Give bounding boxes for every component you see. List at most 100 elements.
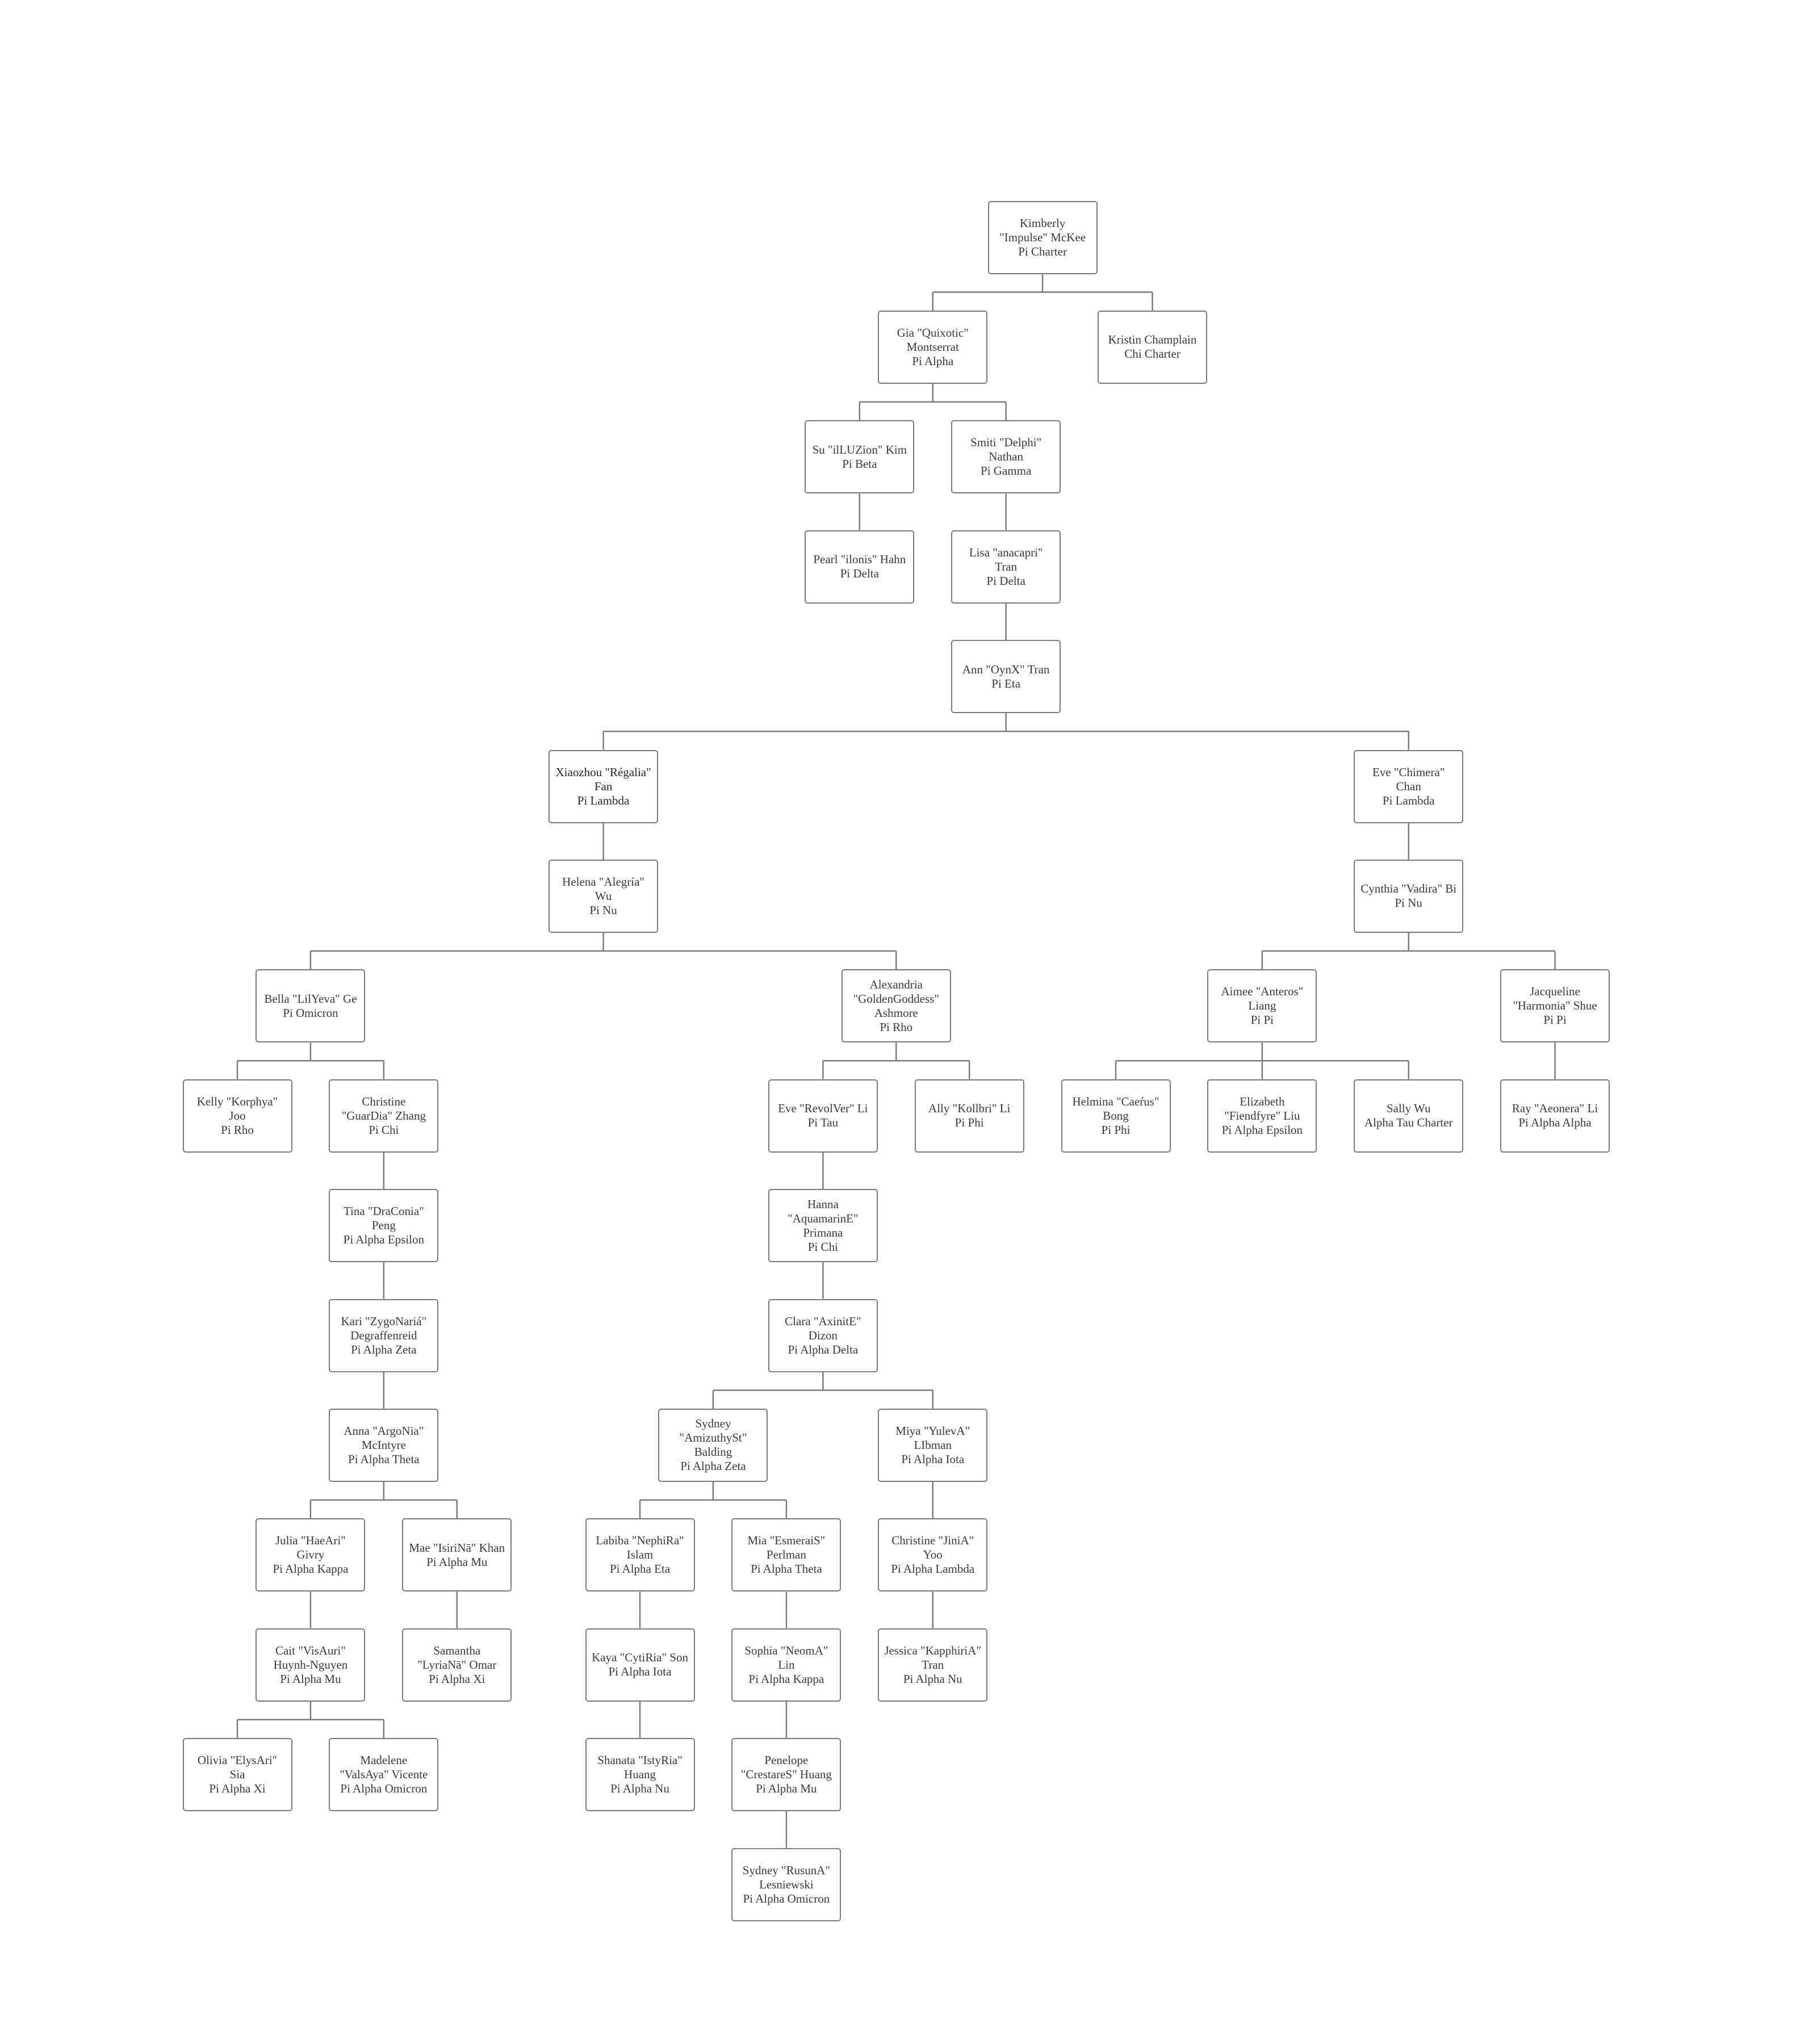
member-name-line: Tran bbox=[995, 559, 1018, 573]
member-name-line: Samantha bbox=[433, 1643, 481, 1657]
member-name-line: Jessica "KapphiriA" bbox=[884, 1643, 981, 1657]
member-name-line: "GuarDia" Zhang bbox=[341, 1108, 426, 1122]
member-name-line: "LyriaNā" Omar bbox=[417, 1657, 497, 1672]
member-name-line: "Impulse" McKee bbox=[999, 230, 1086, 244]
member-name-line: Dizon bbox=[808, 1328, 838, 1342]
member-name-line: Sydney bbox=[695, 1417, 731, 1431]
member-name-line: Degraffenreid bbox=[350, 1328, 417, 1342]
member-chapter: Chi Charter bbox=[1124, 347, 1180, 361]
member-name-line: Eve "Chimera" bbox=[1372, 765, 1445, 779]
member-name-line: Nathan bbox=[989, 450, 1023, 464]
member-name-line: Lisa "anacapri" bbox=[969, 545, 1043, 559]
member-chapter: Pi Chi bbox=[807, 1239, 838, 1254]
member-name-line: Liang bbox=[1248, 999, 1276, 1013]
member-name-line: Elizabeth bbox=[1240, 1094, 1285, 1108]
member-name-line: Clara "AxinitE" bbox=[785, 1314, 861, 1328]
member-name-line: Ally "Kollbri" Li bbox=[928, 1101, 1011, 1116]
member-name-line: Lesniewski bbox=[759, 1877, 814, 1891]
member-name-line: Ann "OynX" Tran bbox=[962, 662, 1050, 676]
member-name-line: Lin bbox=[778, 1657, 795, 1672]
member-name-line: Joo bbox=[229, 1108, 246, 1122]
member-name-line: Eve "RevolVer" Li bbox=[778, 1101, 868, 1116]
member-name-line: Balding bbox=[694, 1445, 732, 1459]
member-name-line: "CrestareS" Huang bbox=[740, 1767, 832, 1782]
member-chapter: Pi Nu bbox=[589, 903, 617, 917]
member-chapter: Pi Gamma bbox=[981, 464, 1032, 478]
member-name-line: Anna "ArgoNia" bbox=[344, 1423, 424, 1438]
member-name-line: Cynthia "Vadira" Bi bbox=[1360, 882, 1457, 896]
member-name-line: Miya "YulevA" bbox=[895, 1423, 970, 1438]
member-name-line: "Harmonia" Shue bbox=[1513, 999, 1597, 1013]
member-chapter: Pi Alpha Nu bbox=[610, 1782, 669, 1796]
member-name-line: Huynh-Nguyen bbox=[273, 1657, 348, 1672]
member-name-line: Kristin Champlain bbox=[1108, 333, 1197, 347]
member-chapter: Pi Alpha Alpha bbox=[1518, 1116, 1592, 1130]
member-name-line: Julia "HaeAri" bbox=[275, 1534, 346, 1548]
member-chapter: Pi Alpha Zeta bbox=[680, 1459, 746, 1473]
member-name-line: "ValsAya" Vicente bbox=[340, 1767, 428, 1782]
member-name-line: Fan bbox=[594, 779, 613, 793]
member-chapter: Pi Alpha Iota bbox=[608, 1665, 672, 1679]
member-chapter: Pi Lambda bbox=[1382, 793, 1435, 807]
member-chapter: Pi Alpha Epsilon bbox=[1221, 1122, 1303, 1137]
member-name-line: Helena "Alegría" bbox=[562, 874, 644, 889]
member-name-line: Olivia "ElysAri" bbox=[197, 1753, 278, 1767]
member-name-line: Sia bbox=[229, 1767, 245, 1782]
member-chapter: Pi Delta bbox=[986, 573, 1025, 588]
member-name-line: Smiti "Delphi" bbox=[970, 435, 1042, 450]
member-name-line: Labiba "NephiRa" bbox=[596, 1534, 684, 1548]
member-name-line: Madelene bbox=[360, 1753, 408, 1767]
member-chapter: Pi Nu bbox=[1395, 896, 1422, 910]
member-name-line: Alexandria bbox=[869, 977, 923, 991]
member-name-line: Christine bbox=[362, 1094, 406, 1108]
member-chapter: Pi Alpha Xi bbox=[429, 1672, 485, 1686]
member-chapter: Pi Alpha Omicron bbox=[743, 1891, 830, 1905]
